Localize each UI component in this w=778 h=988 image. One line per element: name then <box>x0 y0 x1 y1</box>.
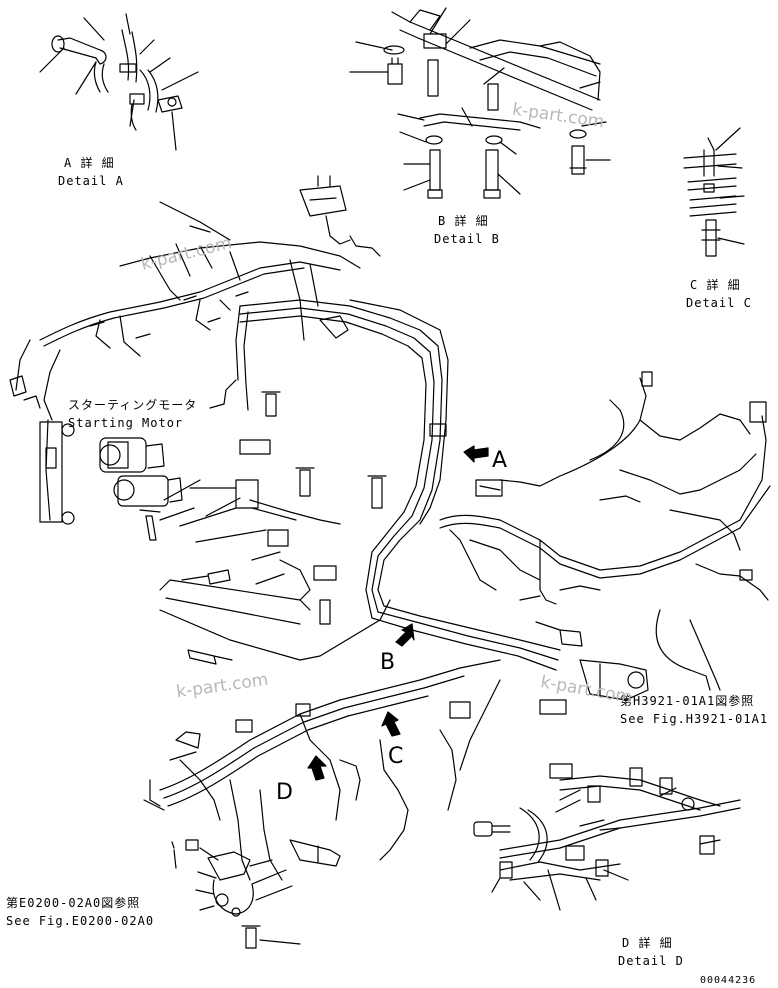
view-arrow-b <box>395 623 415 647</box>
bolts-brackets <box>159 391 391 665</box>
detail-a-title-en: Detail A <box>58 174 124 188</box>
reference-h3921-en: See Fig.H3921-01A1 <box>620 712 769 726</box>
right-harness-branch <box>439 371 771 605</box>
starting-motor-label-jp: スターティングモータ <box>68 398 198 412</box>
detail-c-title-jp: C 詳 細 <box>690 278 741 292</box>
view-letter-c: C <box>388 744 404 769</box>
detail-b-title-jp: B 詳 細 <box>438 214 489 228</box>
detail-d-title-en: Detail D <box>618 954 684 968</box>
bottom-left-parts <box>195 839 341 949</box>
reference-h3921-jp: 第H3921-01A1図参照 <box>620 694 755 708</box>
view-arrows <box>307 445 489 781</box>
detail-a-title-jp: A 詳 細 <box>64 156 115 170</box>
detail-a-drawing <box>39 13 199 151</box>
detail-d-title-jp: D 詳 細 <box>622 936 673 950</box>
reference-e0200-en: See Fig.E0200-02A0 <box>6 914 155 928</box>
view-arrow-a <box>463 445 489 463</box>
central-trunk-bundle <box>209 175 561 671</box>
view-letter-b: B <box>380 650 396 675</box>
view-letter-a: A <box>492 448 508 473</box>
detail-b-title-en: Detail B <box>434 232 500 246</box>
detail-d-drawing <box>473 763 741 911</box>
starting-motor-drawing <box>99 437 201 541</box>
view-arrow-c <box>381 711 401 737</box>
detail-c-title-en: Detail C <box>686 296 752 310</box>
view-arrow-d <box>307 755 327 781</box>
main-harness-upper <box>9 201 361 525</box>
detail-c-drawing <box>683 127 745 257</box>
reference-e0200-jp: 第E0200-02A0図参照 <box>6 896 141 910</box>
view-letter-d: D <box>276 780 293 805</box>
reference-leaders <box>171 609 721 869</box>
starting-motor-label-en: Starting Motor <box>68 416 184 430</box>
drawing-number: 00044236 <box>700 975 757 986</box>
detail-b-drawing <box>349 7 611 199</box>
